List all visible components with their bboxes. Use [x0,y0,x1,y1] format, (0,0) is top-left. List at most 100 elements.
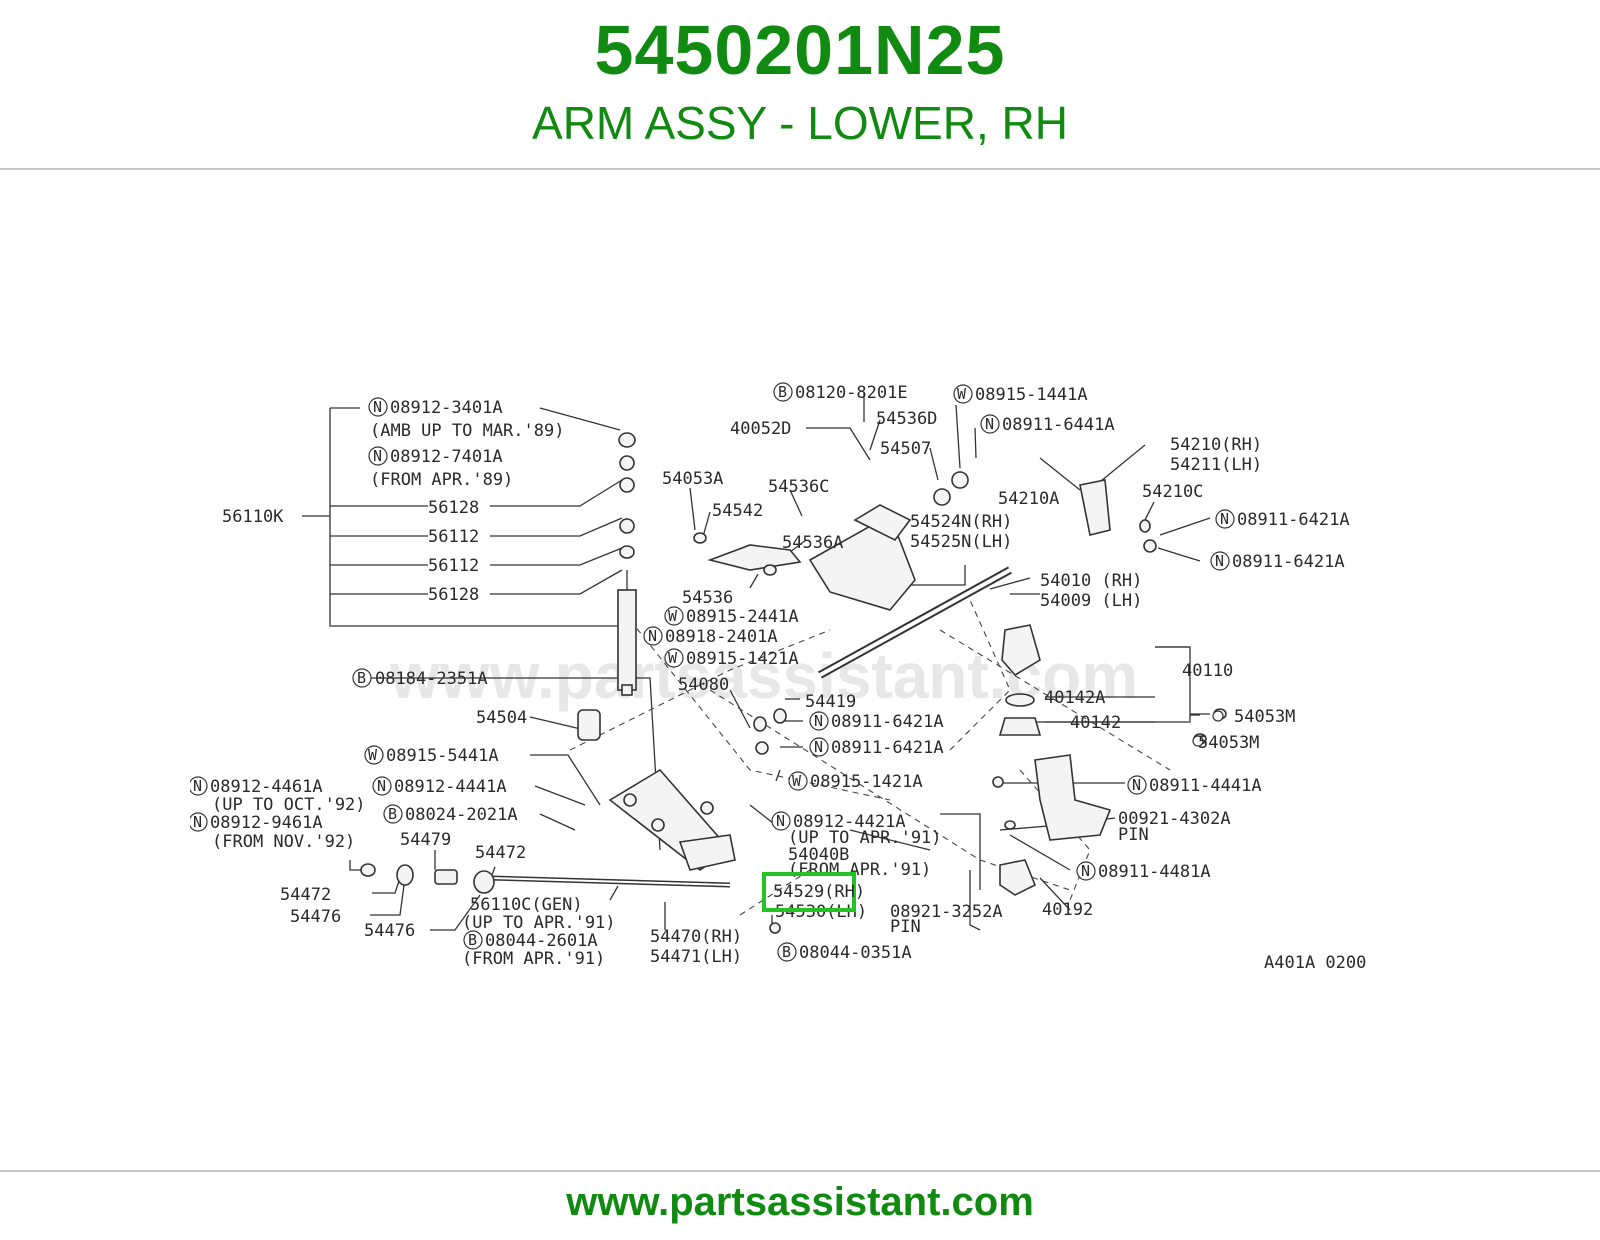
label: 54536D [876,409,937,429]
label: 54472 [280,885,331,905]
label: 54476 [290,907,341,927]
label: (UP TO OCT.'92) [212,795,366,815]
label: 54210C [1142,482,1203,502]
ball-joint [1001,624,1041,677]
svg-text:N: N [814,738,823,756]
label: 54210A [998,489,1059,509]
svg-text:N: N [776,812,785,830]
svg-text:N: N [1081,862,1090,880]
svg-text:B: B [782,943,791,961]
label: 54210(RH) [1170,435,1262,455]
svg-text:B: B [357,669,366,687]
label: PIN [890,917,921,937]
part-number-title: 5450201N25 [594,11,1006,89]
label: 54419 [805,692,856,712]
label: 54525N(LH) [910,532,1012,552]
svg-text:N: N [1220,510,1229,528]
label: 54479 [400,830,451,850]
svg-text:N: N [1132,776,1141,794]
label: 56112 [428,527,479,547]
label: 08911-6421A [1232,552,1345,572]
svg-text:B: B [468,931,477,949]
label: 08921-3252A [890,902,1003,922]
label: 08911-4481A [1098,862,1211,882]
label: 08912-4441A [394,777,507,797]
part-shapes [360,432,1227,934]
figure-code: A401A 0200 [1264,953,1366,973]
highlighted-part-label[interactable]: 54529(RH) [773,882,865,902]
svg-text:W: W [792,772,802,790]
exploded-parts-diagram: www.partsassistant.com [190,382,1366,973]
label: 08912-4461A [210,777,323,797]
label: 08912-9461A [210,813,323,833]
svg-text:N: N [1215,552,1224,570]
prefix-markers: N N B W N N N W N W B N N W N N W B N N … [190,382,1235,962]
label: 08911-6421A [831,712,944,732]
label: 08120-8201E [795,383,908,403]
label: 40192 [1042,900,1093,920]
footer-divider [0,1170,1600,1172]
label: 54536A [782,533,843,553]
label: 54080 [678,675,729,695]
label: 54010 (RH) [1040,571,1142,591]
highlight-box [762,872,856,912]
svg-text:N: N [373,398,382,416]
label: 08911-6421A [1237,510,1350,530]
footer-url-link[interactable]: www.partsassistant.com [566,1180,1034,1224]
svg-text:W: W [368,746,378,764]
label: 54504 [476,708,527,728]
label: 54507 [880,439,931,459]
label: 00921-4302A [1118,809,1231,829]
svg-text:N: N [648,627,657,645]
label: 56110C(GEN) [470,895,583,915]
label: 54211(LH) [1170,455,1262,475]
svg-text:N: N [985,415,994,433]
svg-text:W: W [957,385,967,403]
label: 08915-1421A [686,649,799,669]
label: 56128 [428,585,479,605]
label: 08912-3401A [390,398,503,418]
label: 56112 [428,556,479,576]
label: 08915-2441A [686,607,799,627]
label: 54476 [364,921,415,941]
label: (FROM APR.'89) [370,470,513,490]
label: 54536C [768,477,829,497]
label: 08915-1421A [810,772,923,792]
steering-knuckle [1034,754,1112,841]
label: 54542 [712,501,763,521]
label: 54536 [682,588,733,608]
label: 40110 [1182,661,1233,681]
svg-text:N: N [193,777,202,795]
svg-text:N: N [193,813,202,831]
label: 54471(LH) [650,947,742,967]
label: 56128 [428,498,479,518]
label: 08911-4441A [1149,776,1262,796]
label: 54053M [1234,707,1295,727]
label: 54470(RH) [650,927,742,947]
svg-text:N: N [377,777,386,795]
label: 40142 [1070,713,1121,733]
label: 54524N(RH) [910,512,1012,532]
svg-text:W: W [668,607,678,625]
label: 08044-2601A [485,931,598,951]
part-name-subtitle: ARM ASSY - LOWER, RH [532,97,1068,149]
label: (FROM APR.'91) [788,860,931,880]
label: 08915-1441A [975,385,1088,405]
label: 08044-0351A [799,943,912,963]
shock-absorber-body [617,589,637,691]
svg-text:W: W [668,649,678,667]
label: (FROM NOV.'92) [212,832,355,852]
label: 08184-2351A [375,669,488,689]
label: 54053A [662,469,723,489]
label: 54009 (LH) [1040,591,1142,611]
label: 08912-7401A [390,447,503,467]
label: 08915-5441A [386,746,499,766]
label: PIN [1118,825,1149,845]
label: 54472 [475,843,526,863]
svg-text:N: N [373,447,382,465]
label: (AMB UP TO MAR.'89) [370,421,564,441]
label: 40052D [730,419,791,439]
label: (FROM APR.'91) [462,949,605,969]
header-divider [0,168,1600,170]
label: 56110K [222,507,284,527]
